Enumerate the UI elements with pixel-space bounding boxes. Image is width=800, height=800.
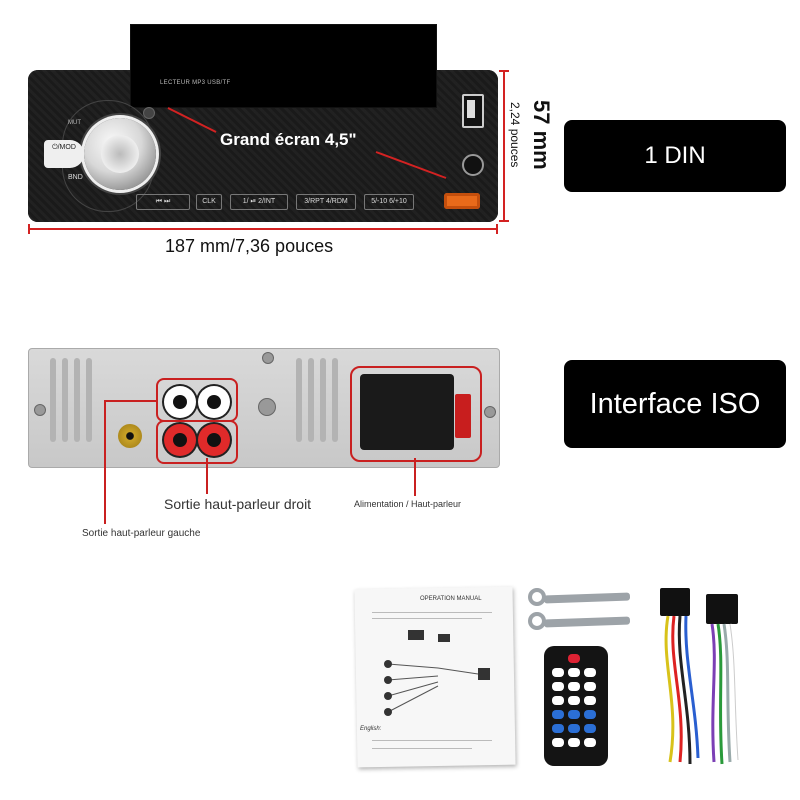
manual-text-line: [372, 612, 492, 613]
screw: [34, 404, 46, 416]
screw: [258, 398, 276, 416]
back-rail: [50, 358, 56, 442]
mod-button[interactable]: ⏻/MOD: [44, 140, 84, 168]
height-dimension-cap-top: [499, 70, 509, 72]
device-top-label: LECTEUR MP3 USB/TF: [160, 80, 231, 86]
leader-line-power: [414, 458, 416, 496]
tag-1din: 1 DIN: [564, 120, 786, 192]
antenna-jack: [118, 424, 142, 448]
leader-line-left-h: [104, 400, 156, 402]
back-rail: [332, 358, 338, 442]
screen-size-label: Grand écran 4,5": [220, 130, 357, 149]
skip-button[interactable]: 5/-10 6/+10: [364, 194, 414, 210]
rca-red-left: [164, 424, 196, 456]
height-dimension-cap-bottom: [499, 220, 509, 222]
width-label: 187 mm/7,36 pouces: [165, 236, 334, 256]
manual-text-line: [372, 748, 472, 749]
iso-fuse: [455, 394, 471, 438]
screw: [484, 406, 496, 418]
screw: [262, 352, 274, 364]
back-rail: [308, 358, 314, 442]
width-dimension-cap-left: [28, 224, 30, 234]
rca-white-left: [164, 386, 196, 418]
manual-text-line: [372, 740, 492, 741]
right-speaker-label: Sortie haut-parleur droit: [164, 496, 312, 512]
manual-wiring-diagram: [384, 630, 490, 716]
rca-red-right: [198, 424, 230, 456]
back-rail: [62, 358, 68, 442]
play-int-button[interactable]: 1/ ⏯ 2/INT: [230, 194, 288, 210]
mut-label: MUT: [68, 120, 81, 126]
remote-keypad: [552, 654, 596, 747]
back-rail: [320, 358, 326, 442]
height-inch-label: 2,24 pouces: [508, 102, 522, 168]
usb-charge-port: [444, 193, 480, 209]
power-speaker-label: Alimentation / Haut-parleur: [354, 499, 462, 509]
ir-sensor-dot: [143, 107, 155, 119]
leader-line-left-v: [104, 400, 106, 524]
iso-connector: [360, 374, 454, 450]
usb-port-inner: [467, 100, 475, 118]
bnd-button[interactable]: BND: [68, 174, 83, 181]
width-dimension-line: [28, 228, 498, 230]
volume-knob-center: [101, 135, 139, 173]
back-rail: [86, 358, 92, 442]
manual-text-line: [372, 618, 482, 619]
rca-white-right: [198, 386, 230, 418]
rpt-rdm-button[interactable]: 3/RPT 4/RDM: [296, 194, 356, 210]
leader-line-right: [206, 458, 208, 494]
display-screen: [130, 24, 437, 108]
tag-iso-interface: Interface ISO: [564, 360, 786, 448]
back-rail: [296, 358, 302, 442]
manual-title: OPERATION MANUAL: [420, 596, 482, 602]
prev-next-button[interactable]: ⏮ ⏭: [136, 194, 190, 210]
left-speaker-label: Sortie haut-parleur gauche: [82, 528, 201, 539]
manual-english-label: English:: [360, 726, 382, 732]
aux-port: [462, 154, 484, 176]
height-dimension-line: [503, 70, 505, 222]
clk-button[interactable]: CLK: [196, 194, 222, 210]
back-rail: [74, 358, 80, 442]
iso-wiring-harness: [660, 588, 740, 765]
width-dimension-cap-right: [496, 224, 498, 234]
height-mm-label: 57 mm: [529, 100, 554, 170]
iso-connector-highlight: [350, 366, 482, 462]
